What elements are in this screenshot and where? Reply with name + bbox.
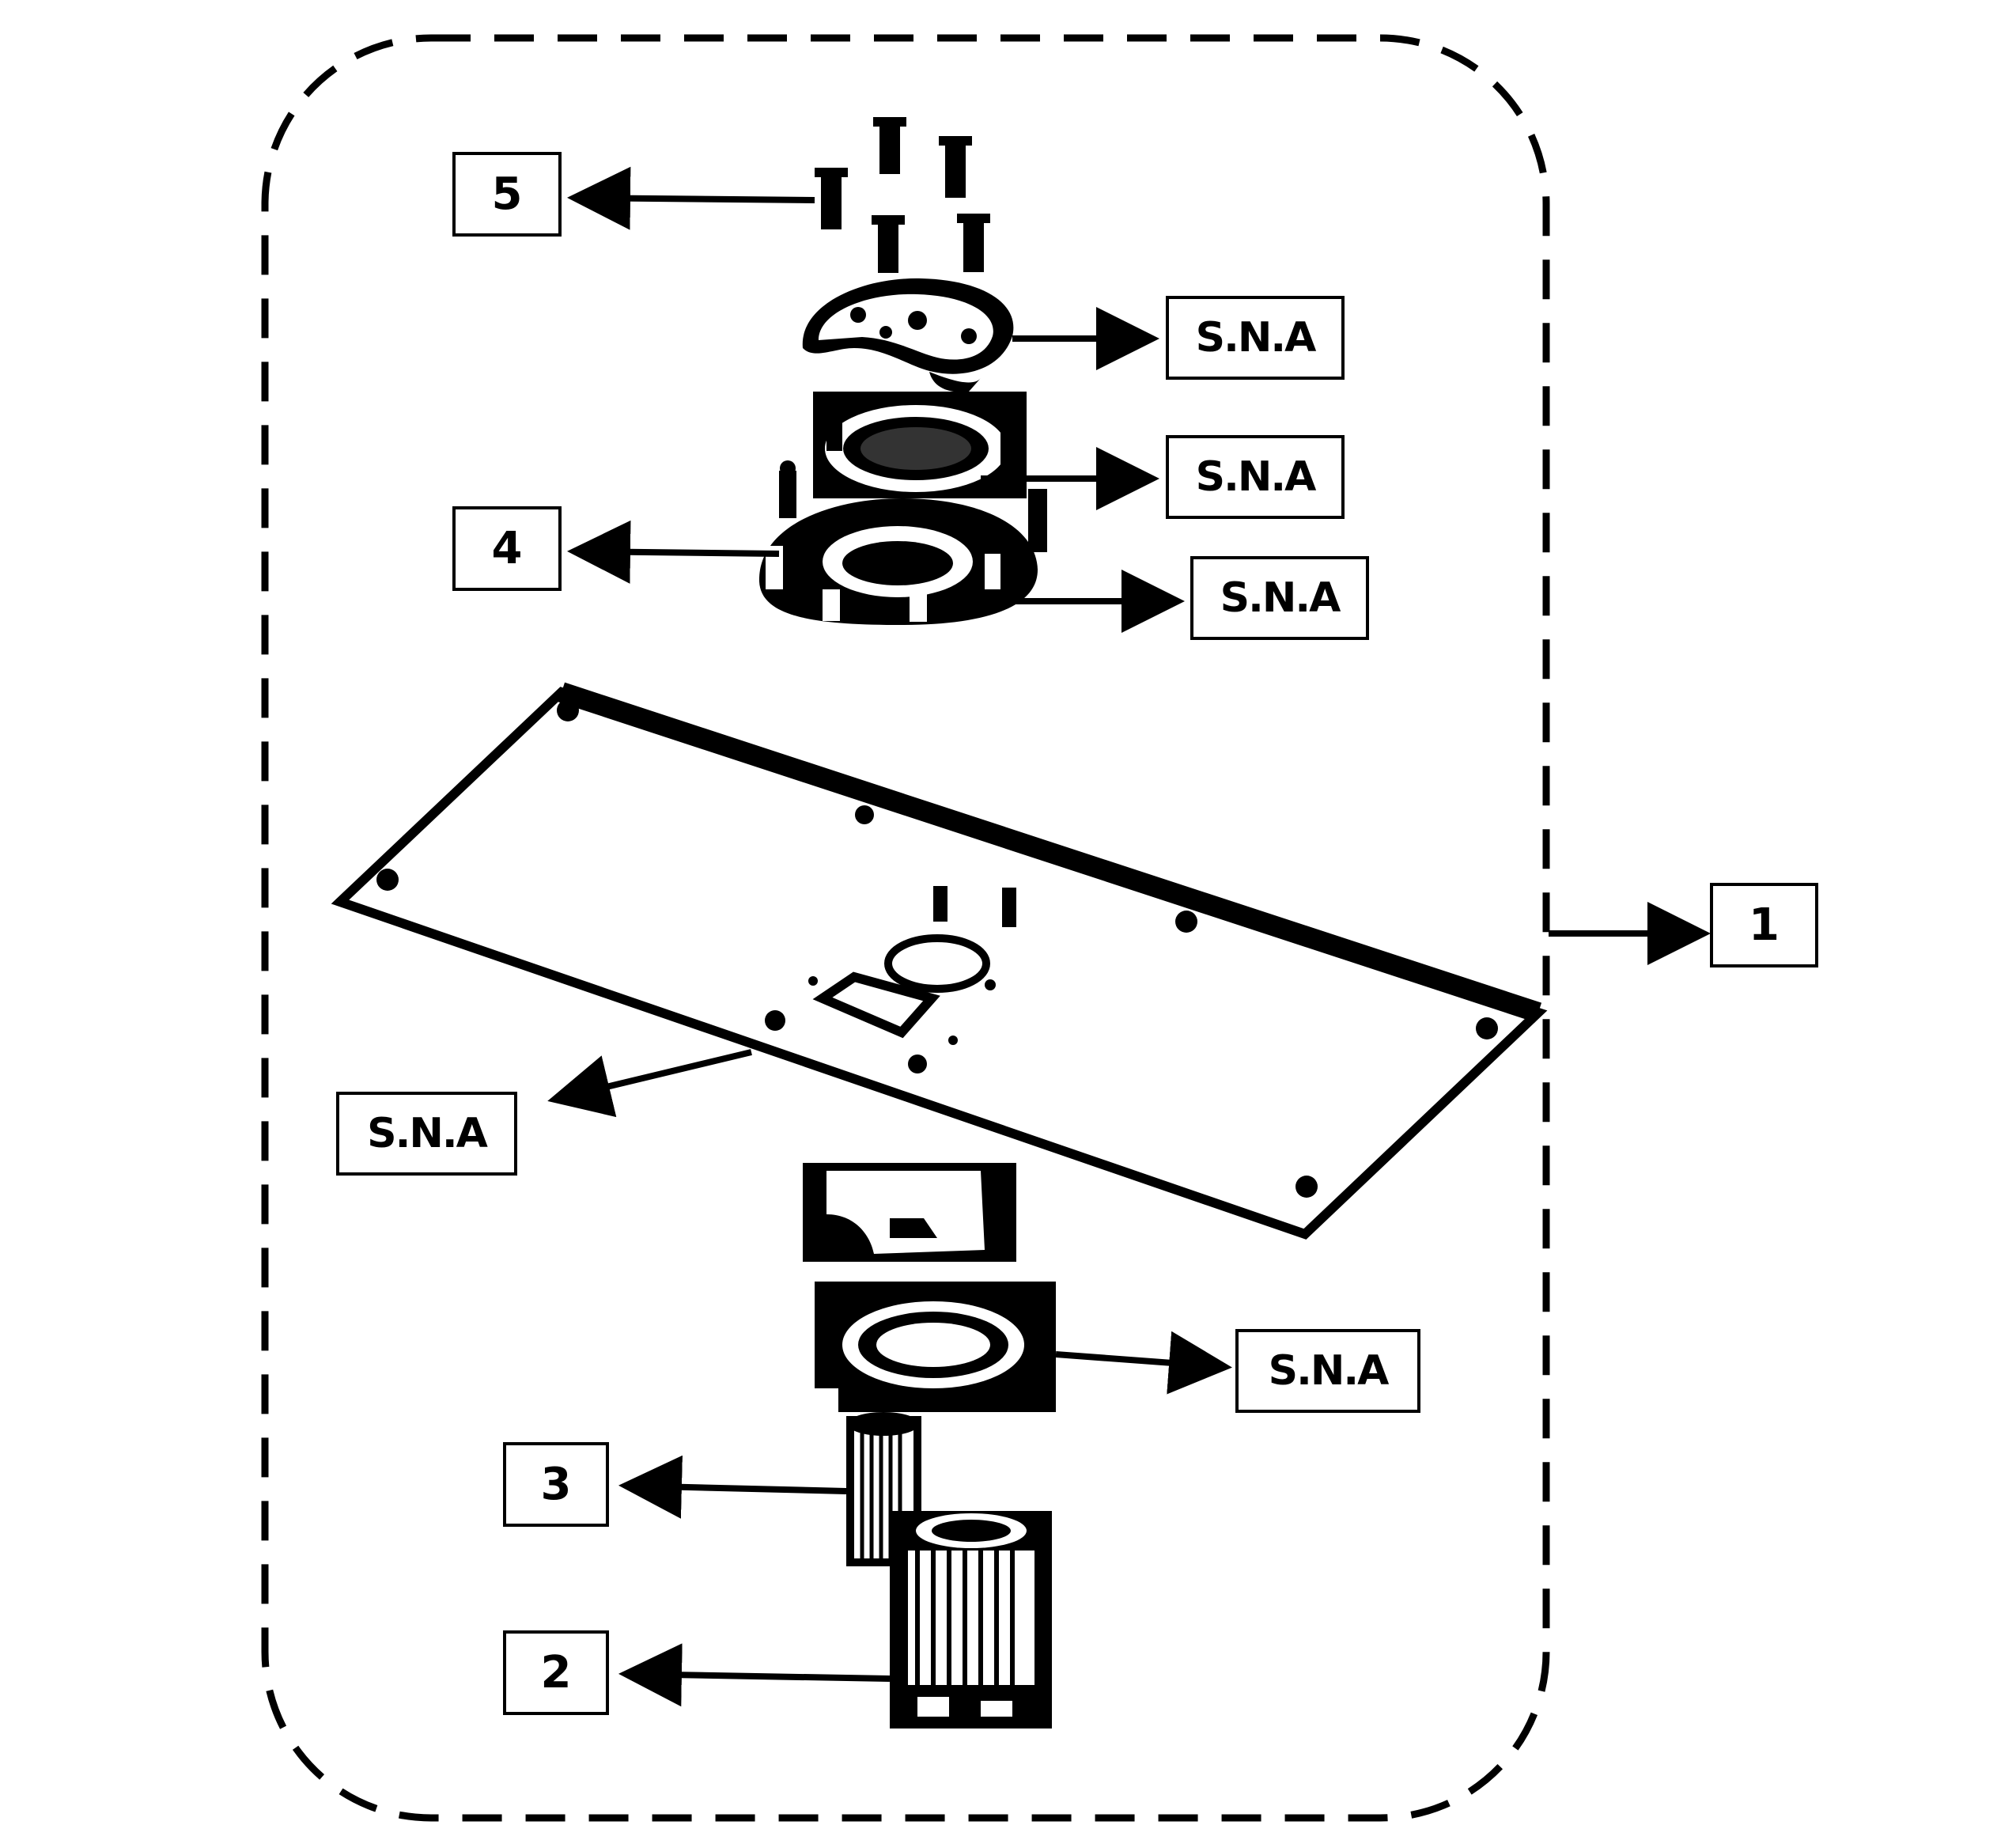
label-sna-top-cap: S.N.A [1166, 296, 1345, 380]
label-part-2: 2 [503, 1630, 609, 1715]
base-flange [758, 460, 1047, 625]
label-part-1: 1 [1710, 883, 1818, 967]
cylinder-part-3 [846, 1412, 921, 1566]
leader-arrows [547, 166, 1711, 1707]
label-sna-lower-ring: S.N.A [1235, 1329, 1420, 1413]
lower-ring-housing [815, 1282, 1056, 1412]
seal-block [813, 392, 1027, 498]
cylinder-part-2 [890, 1511, 1052, 1729]
top-cap [802, 278, 1014, 392]
bolts-group [815, 117, 990, 273]
label-sna-base-flange: S.N.A [1190, 556, 1369, 640]
label-sna-seal-ring: S.N.A [1166, 435, 1345, 519]
lower-insert [803, 1163, 1016, 1262]
label-part-4: 4 [452, 506, 562, 591]
assembly-boundary [261, 34, 1550, 1822]
label-part-5: 5 [452, 152, 562, 237]
label-sna-plate: S.N.A [336, 1092, 517, 1176]
label-part-3: 3 [503, 1442, 609, 1527]
base-plate [331, 682, 1548, 1240]
